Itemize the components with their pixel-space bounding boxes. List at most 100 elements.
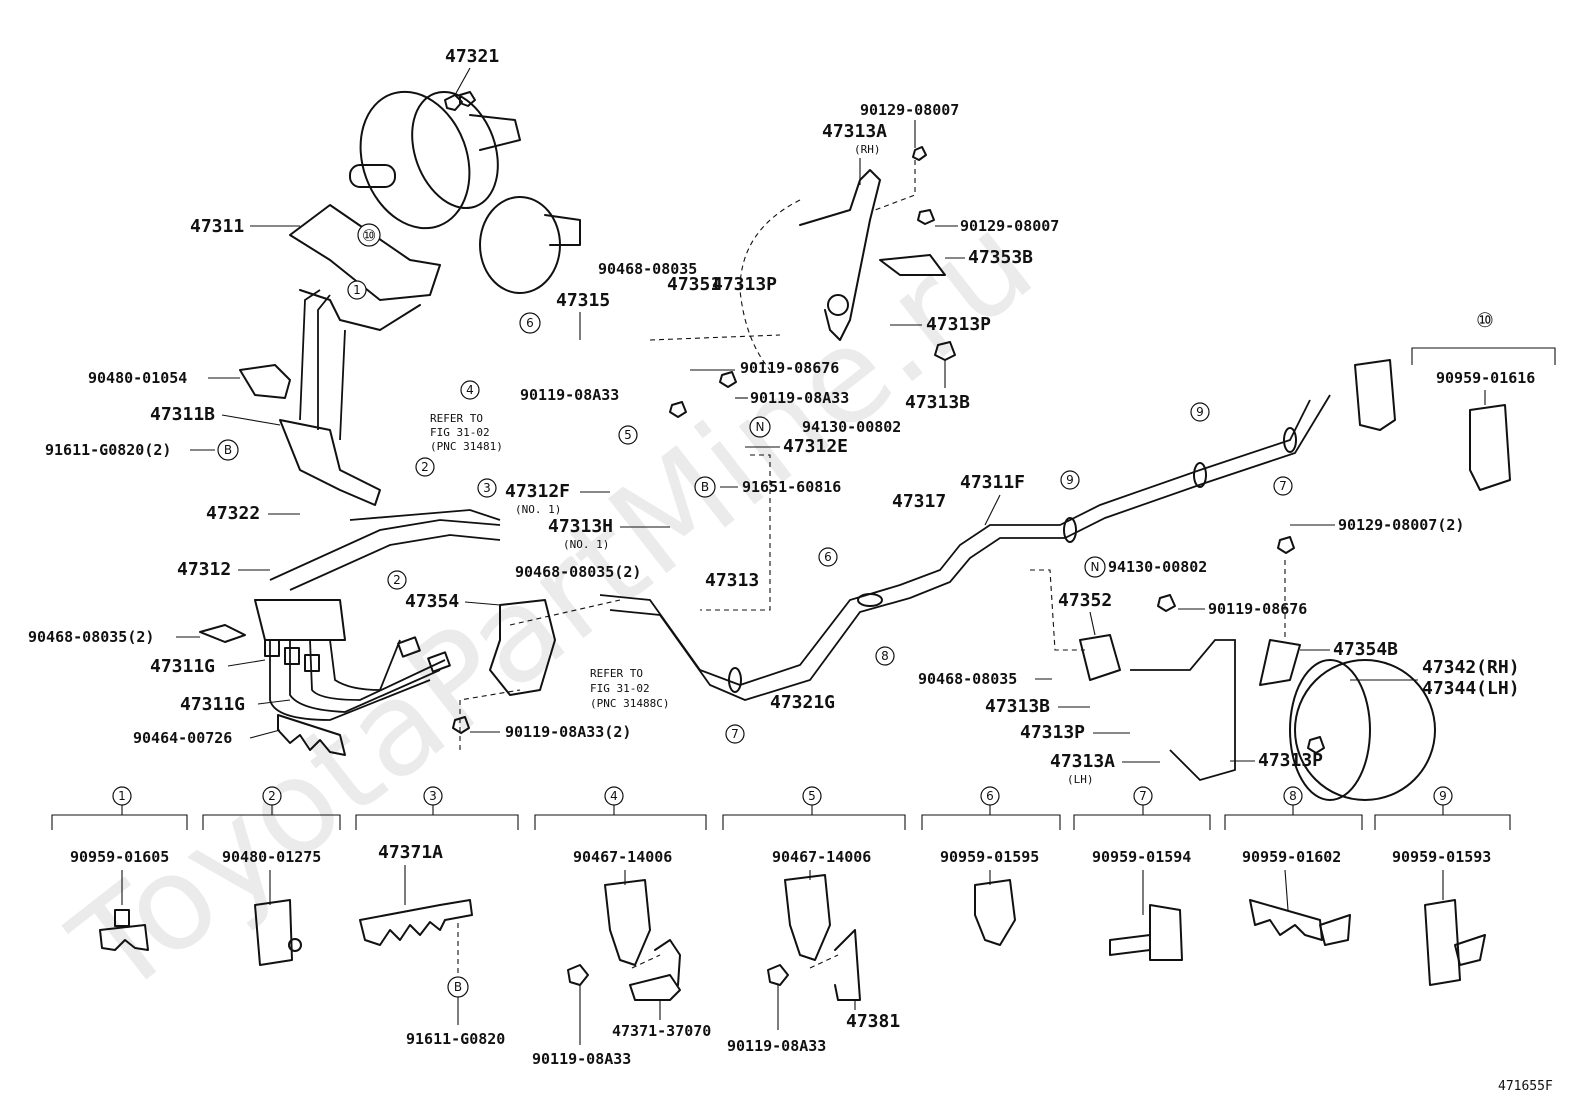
label-90468-08035-right: 90468-08035 [918,670,1017,688]
circled-markers: 1 ⑩ 2 2 3 4 5 6 6 7 7 8 9 9 B B N N [217,223,1293,744]
label-90129-08007-a: 90129-08007 [860,101,959,119]
svg-text:9: 9 [1439,789,1447,803]
label-47312f-no: (NO. 1) [515,503,561,516]
label-90129-08007-b: 90129-08007 [960,217,1059,235]
label-refer-2c: (PNC 31488C) [590,697,669,710]
fastener-glyphs [444,91,1325,754]
legend-8-part: 90959-01602 [1242,848,1341,866]
clamp-marker-9a [1063,517,1077,543]
label-90119-08a33-2: 90119-08A33(2) [505,723,631,741]
svg-text:8: 8 [881,649,889,663]
rh-brake-drum-drawing [739,169,946,371]
label-refer-2a: REFER TO [590,667,643,680]
label-47311b: 47311B [150,404,215,425]
label-47313h-no: (NO. 1) [563,538,609,551]
clip-90468-08035-left [199,624,246,643]
label-91611-g0820-2: 91611-G0820(2) [45,441,171,459]
label-47313p-c: 47313P [1020,722,1085,743]
label-90468-08035-2-left: 90468-08035(2) [28,628,154,646]
brake-pipe-center [349,509,501,521]
label-47313h: 47313H [548,516,613,537]
clamp-marker-9b [1193,462,1207,488]
label-47322: 47322 [206,503,260,524]
svg-text:3: 3 [483,481,491,495]
label-47353b: 47353B [968,247,1033,268]
svg-text:1: 1 [118,789,126,803]
clamp-90959-01616 [1469,404,1511,491]
junction-block-rear [1354,359,1396,431]
label-47352: 47352 [1058,590,1112,611]
svg-text:6: 6 [824,550,832,564]
legend-panel-4: 4 90467-14006 90119-08A33 47371-37070 [532,786,711,1068]
label-90119-08676-a: 90119-08676 [740,359,839,377]
callout-labels: 47321 47311 90480-01054 47311B 91611-G08… [28,46,1535,786]
svg-text:5: 5 [624,428,632,442]
svg-text:3: 3 [429,789,437,803]
label-94130-00802-a: 94130-00802 [802,418,901,436]
clamp-90464-00726 [277,714,346,756]
panel-10-bracket [1411,347,1556,365]
svg-text:6: 6 [986,789,994,803]
legend-panel-2: 2 90480-01275 [202,786,341,966]
label-47354b: 47354B [1333,639,1398,660]
label-47313p-b: 47313P [926,314,991,335]
label-90119-08a33-b: 90119-08A33 [750,389,849,407]
label-90959-01616: 90959-01616 [1436,369,1535,387]
lh-brake-drum-drawing [1130,639,1436,801]
label-90468-08035-top: 90468-08035 [598,260,697,278]
legend-5-sub: 47381 [846,1011,900,1032]
clamp-marker-7 [1283,427,1297,453]
svg-text:N: N [1091,560,1100,574]
label-47311f: 47311F [960,472,1025,493]
brake-pipe-47321g [599,399,1311,686]
svg-text:4: 4 [466,383,474,397]
label-47311: 47311 [190,216,244,237]
svg-text:N: N [756,420,765,434]
label-47351: 47351 [667,274,721,295]
svg-text:2: 2 [421,460,429,474]
svg-text:B: B [224,443,232,457]
svg-text:8: 8 [1289,789,1297,803]
label-refer-1c: (PNC 31481) [430,440,503,453]
svg-text:B: B [701,480,709,494]
label-47312: 47312 [177,559,231,580]
label-90129-08007-2: 90129-08007(2) [1338,516,1464,534]
legend-panel-1: 1 90959-01605 [51,786,188,951]
legend-9-part: 90959-01593 [1392,848,1491,866]
legend-panel-3: 3 47371A B 91611-G0820 [355,786,519,1048]
legend-3-sub: 91611-G0820 [406,1030,505,1048]
label-refer-1a: REFER TO [430,412,483,425]
svg-text:9: 9 [1196,405,1204,419]
label-47321g: 47321G [770,692,835,713]
brake-pipe-47311f [609,394,1331,701]
label-47313b-b: 47313B [985,696,1050,717]
label-90119-08a33-a: 90119-08A33 [520,386,619,404]
legend-panel-5: 5 90467-14006 90119-08A33 47381 [722,786,906,1055]
label-47344-lh: 47344(LH) [1422,678,1520,699]
legend-panel-9: 9 90959-01593 [1374,786,1511,986]
bracket-47352 [1079,634,1121,681]
legend-6-part: 90959-01595 [940,848,1039,866]
svg-text:1: 1 [353,283,361,297]
label-47313p-d: 47313P [1258,750,1323,771]
svg-text:⑩: ⑩ [362,226,376,245]
clamp-marker-7b [728,667,742,693]
legend-panel-7: 7 90959-01594 [1073,786,1211,961]
label-90480-01054: 90480-01054 [88,369,187,387]
label-47315: 47315 [556,290,610,311]
legend-4-sub: 47371-37070 [612,1022,711,1040]
label-47311g-1: 47311G [150,656,215,677]
bracket-47354 [489,599,556,696]
label-47312f: 47312F [505,481,570,502]
label-refer-1b: FIG 31-02 [430,426,490,439]
brake-pipe-47312 [269,519,501,591]
label-47313: 47313 [705,570,759,591]
svg-text:2: 2 [268,789,276,803]
label-47313a-lh: 47313A [1050,751,1115,772]
watermark: ToyotaPartMine.ru [45,185,1060,1025]
svg-text:5: 5 [808,789,816,803]
legend-panel-6: 6 90959-01595 [921,786,1061,946]
bracket-47311b [279,419,381,506]
legend-2-part: 90480-01275 [222,848,321,866]
